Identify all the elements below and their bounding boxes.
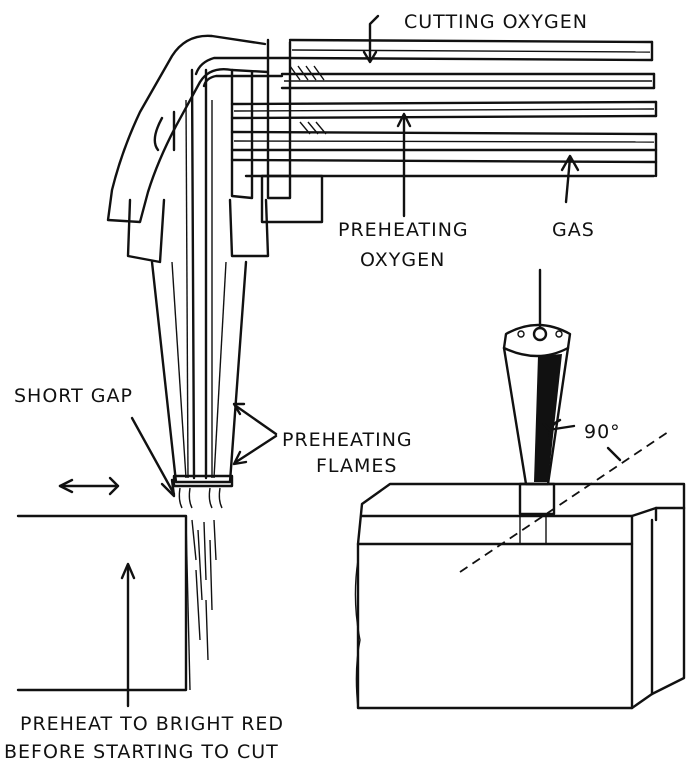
small-torch xyxy=(502,268,572,516)
right-workpiece xyxy=(354,482,686,710)
leader-arrows xyxy=(120,14,580,708)
preheating-oxygen-label-line2: OXYGEN xyxy=(360,249,445,271)
preheating-flames xyxy=(178,487,223,661)
angle-indicator xyxy=(459,418,669,573)
gas-label: GAS xyxy=(552,219,595,241)
preheating-oxygen-label-line1: PREHEATING xyxy=(338,219,469,241)
cutting-tip xyxy=(150,68,248,488)
instruction-label-line1: PREHEAT TO BRIGHT RED xyxy=(20,713,284,735)
preheating-flames-label-line1: PREHEATING xyxy=(282,429,413,451)
travel-direction-arrow-icon xyxy=(58,476,120,496)
left-workpiece xyxy=(16,514,191,692)
cutting-oxygen-label: CUTTING OXYGEN xyxy=(404,11,588,33)
short-gap-label: SHORT GAP xyxy=(14,385,133,407)
pipe-bundle xyxy=(194,38,658,178)
instruction-label-line2: BEFORE STARTING TO CUT xyxy=(4,741,279,763)
angle-label: 90° xyxy=(584,421,621,443)
preheating-flames-label-line2: FLAMES xyxy=(316,455,397,477)
